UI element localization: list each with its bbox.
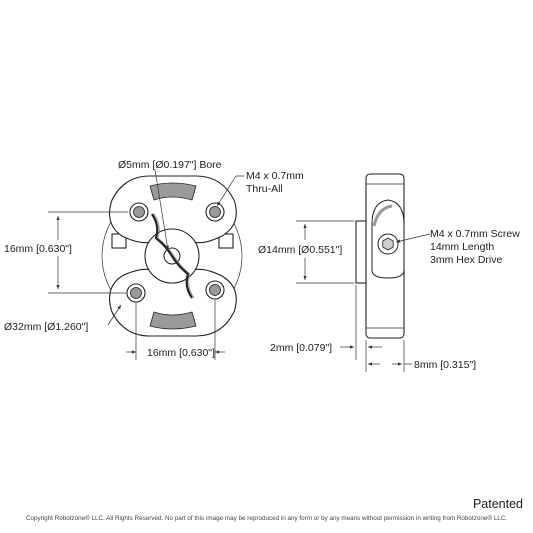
bore-leader — [154, 169, 169, 251]
bore-label: Ø5mm [Ø0.197"] Bore — [118, 159, 222, 171]
side-view — [355, 173, 405, 339]
offset-label: 2mm [0.079"] — [270, 342, 332, 354]
patented-label: Patented — [472, 497, 523, 511]
hub-diameter-label: Ø14mm [Ø0.551"] — [258, 244, 342, 256]
outer-diameter-leader — [107, 304, 122, 326]
screw-hole-top-right — [205, 202, 225, 222]
bottom-inner-slot — [149, 311, 197, 330]
side-hub — [355, 220, 367, 284]
screw-label-line2: 14mm Length — [430, 241, 494, 253]
thickness-label: 8mm [0.315"] — [414, 359, 476, 371]
split-slot — [151, 213, 193, 299]
right-tab — [218, 233, 234, 249]
hex-socket-icon — [382, 237, 394, 251]
copyright-notice: Copyright Robotzone® LLC. All Rights Res… — [25, 515, 508, 522]
thread-label-line2: Thru-All — [246, 183, 283, 195]
screw-label-line3: 3mm Hex Drive — [430, 254, 503, 266]
screw-hole-top-left — [129, 202, 149, 222]
top-inner-slot — [149, 182, 197, 201]
front-view — [101, 175, 243, 337]
screw-leader — [395, 233, 431, 243]
width-label: 16mm [0.630"] — [147, 347, 215, 359]
screw-label-line1: M4 x 0.7mm Screw — [430, 228, 520, 240]
thread-label-line1: M4 x 0.7mm — [246, 170, 304, 182]
screw-hole-bottom-left — [126, 283, 146, 303]
height-label: 16mm [0.630"] — [4, 243, 72, 255]
side-dimensions — [296, 220, 431, 372]
outer-diameter-label: Ø32mm [Ø1.260"] — [4, 321, 88, 333]
thread-leader — [216, 175, 244, 207]
front-dimensions — [48, 169, 244, 360]
screw-hole-bottom-right — [205, 280, 225, 300]
